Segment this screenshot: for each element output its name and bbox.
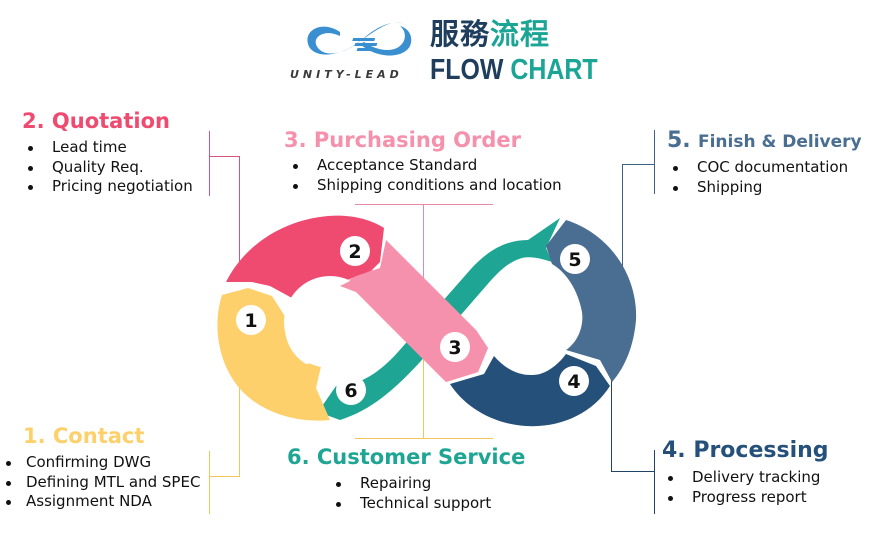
- logo: UNITY-LEAD: [290, 14, 420, 86]
- title-english: FLOW CHART: [430, 55, 598, 85]
- step-finish-delivery-title: 5. Finish & Delivery: [667, 128, 862, 154]
- logo-text: UNITY-LEAD: [290, 68, 403, 81]
- connector-processing-h: [611, 471, 655, 472]
- step-quotation-list: Lead time Quality Req. Pricing negotiati…: [22, 138, 193, 197]
- list-item: Assignment NDA: [0, 492, 200, 512]
- badge-4: 4: [559, 366, 589, 396]
- list-item: Quality Req.: [22, 158, 193, 178]
- list-item: Acceptance Standard: [287, 156, 562, 176]
- badge-1: 1: [236, 305, 266, 335]
- step-quotation-title: 2. Quotation: [22, 109, 170, 133]
- badge-1-number: 1: [244, 310, 257, 332]
- badge-3: 3: [440, 332, 470, 362]
- badge-2: 2: [340, 236, 370, 266]
- step-customer-service-list: Repairing Technical support: [330, 474, 525, 513]
- badge-6-number: 6: [344, 380, 357, 402]
- step-contact: 1. Contact Confirming DWG Defining MTL a…: [0, 424, 200, 512]
- step-contact-title: 1. Contact: [23, 424, 145, 448]
- connector-contact-v1: [239, 380, 240, 477]
- title-chinese-part2: 流程: [490, 17, 551, 51]
- connector-finish-h: [622, 164, 655, 165]
- list-item: Repairing: [330, 474, 525, 494]
- connector-finish-v2: [622, 164, 623, 274]
- title-chinese: 服務流程: [430, 18, 550, 50]
- step-purchasing-order: 3. Purchasing Order Acceptance Standard …: [284, 128, 562, 195]
- list-item: Shipping conditions and location: [287, 176, 562, 196]
- list-item: Delivery tracking: [662, 468, 829, 488]
- segment-2-quotation: [226, 215, 384, 298]
- connector-processing-v1: [611, 380, 612, 472]
- step-contact-list: Confirming DWG Defining MTL and SPEC Ass…: [0, 453, 200, 512]
- step-processing-title: 4. Processing: [662, 438, 829, 463]
- badge-6: 6: [336, 375, 366, 405]
- badge-4-number: 4: [567, 371, 580, 393]
- connector-quotation-h: [209, 156, 240, 157]
- badge-5-number: 5: [568, 249, 581, 271]
- step-finish-delivery-text: Finish & Delivery: [697, 132, 862, 152]
- connector-purchasing-v: [423, 204, 424, 324]
- list-item: Confirming DWG: [0, 453, 200, 473]
- step-finish-delivery-list: COC documentation Shipping: [667, 158, 862, 197]
- connector-quotation-v1: [209, 131, 210, 196]
- step-purchasing-order-title: 3. Purchasing Order: [284, 128, 521, 152]
- logo-infinity-icon: [307, 22, 412, 56]
- list-item: COC documentation: [667, 158, 862, 178]
- step-processing: 4. Processing Delivery tracking Progress…: [662, 439, 829, 507]
- connector-finish-v1: [654, 130, 655, 194]
- step-finish-delivery-number: 5.: [667, 128, 691, 153]
- badge-2-number: 2: [348, 241, 361, 263]
- connector-processing-v2: [654, 450, 655, 514]
- step-purchasing-order-list: Acceptance Standard Shipping conditions …: [287, 156, 562, 195]
- step-finish-delivery: 5. Finish & Delivery COC documentation S…: [667, 128, 862, 197]
- right-loop-hole: [482, 276, 574, 368]
- list-item: Shipping: [667, 178, 862, 198]
- left-loop-hole: [284, 276, 376, 368]
- connector-contact-h: [209, 476, 240, 477]
- step-customer-service: 6. Customer Service Repairing Technical …: [287, 445, 525, 513]
- step-processing-list: Delivery tracking Progress report: [662, 468, 829, 507]
- connector-service-v: [423, 324, 424, 438]
- connector-quotation-v2: [239, 156, 240, 266]
- connector-service-h: [355, 438, 493, 439]
- connector-purchasing-h: [355, 204, 493, 205]
- list-item: Progress report: [662, 488, 829, 508]
- badge-3-number: 3: [448, 337, 461, 359]
- title-chinese-part1: 服務: [430, 17, 491, 51]
- list-item: Pricing negotiation: [22, 177, 193, 197]
- step-quotation: 2. Quotation Lead time Quality Req. Pric…: [22, 109, 193, 197]
- list-item: Technical support: [330, 494, 525, 514]
- title-english-part2: CHART: [510, 54, 598, 86]
- step-customer-service-title: 6. Customer Service: [287, 445, 526, 469]
- badge-5: 5: [560, 244, 590, 274]
- list-item: Defining MTL and SPEC: [0, 473, 200, 493]
- title-english-part1: FLOW: [430, 54, 504, 86]
- list-item: Lead time: [22, 138, 193, 158]
- connector-contact-v2: [209, 451, 210, 514]
